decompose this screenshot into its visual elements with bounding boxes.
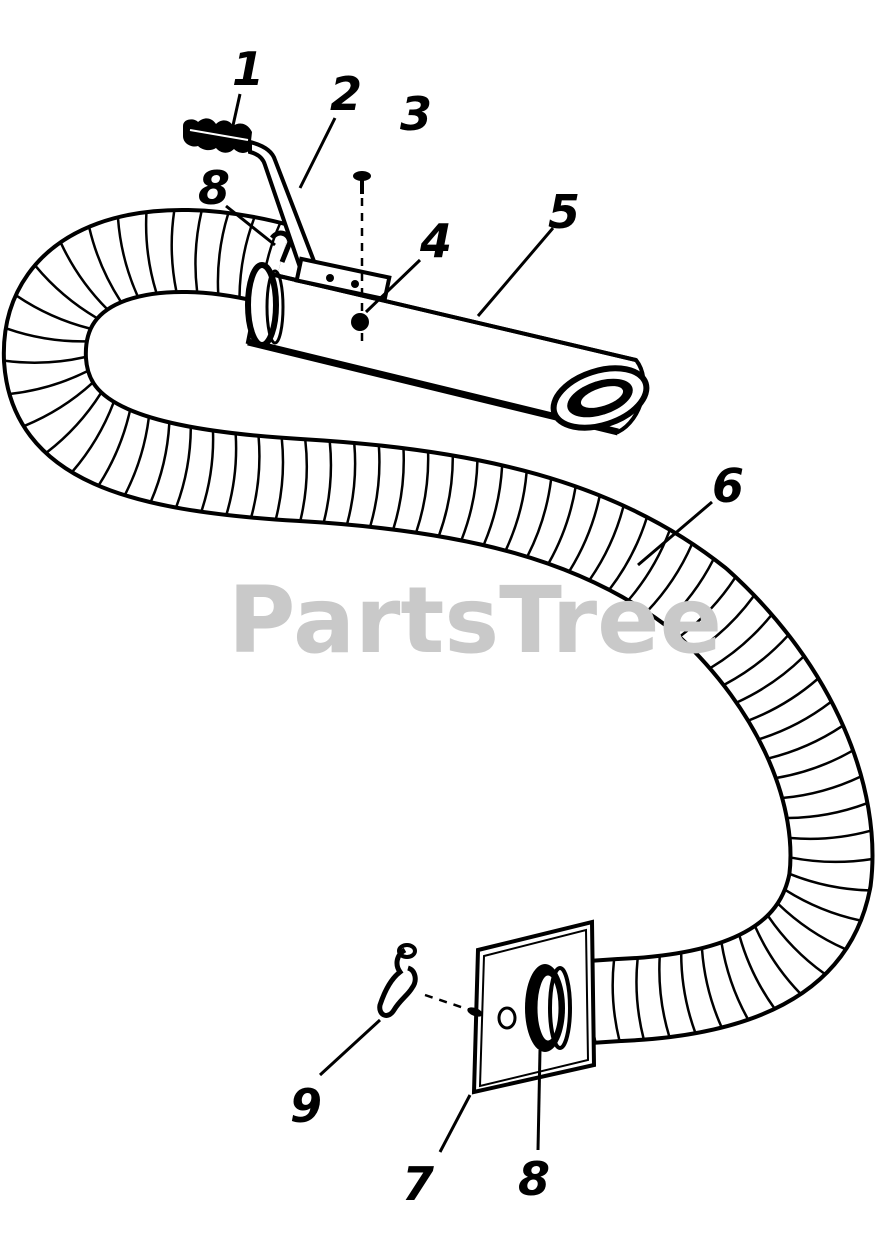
hose-rib: [526, 479, 553, 557]
hose-rib: [628, 530, 671, 601]
hose-rib: [194, 211, 203, 292]
hose-rib: [24, 382, 94, 427]
leader-lines: [225, 93, 713, 1153]
hose-rib: [460, 460, 479, 540]
hose-rib: [71, 402, 115, 473]
hose-rib: [322, 441, 333, 523]
flexible-hose: [1, 207, 875, 1048]
callout-2: 2: [330, 67, 362, 121]
hose-rib: [679, 577, 737, 638]
hose-rib: [608, 517, 648, 590]
hose-rib: [777, 903, 846, 950]
hose-rib: [216, 213, 230, 294]
hose-rib: [345, 443, 357, 524]
hose-rib: [97, 410, 132, 486]
hose-rib: [736, 656, 805, 704]
hose-rib: [790, 829, 871, 841]
hose-rib: [6, 327, 86, 343]
hose-rib: [175, 427, 193, 508]
hose-rib: [116, 218, 139, 297]
handle-assembly: [183, 118, 392, 302]
hose-rib: [299, 440, 309, 521]
hose-rib: [274, 438, 285, 519]
callout-8-top: 8: [198, 161, 230, 215]
hose-rib: [46, 392, 102, 454]
hose-rib: [700, 949, 723, 1028]
hose-rib: [723, 634, 789, 686]
hose-rib: [547, 487, 577, 564]
callout-5: 5: [548, 185, 580, 239]
hose-rib: [748, 678, 819, 722]
hose-rib: [369, 446, 381, 527]
hose-rib: [225, 434, 238, 515]
callout-1: 1: [232, 42, 264, 96]
hose-rib: [144, 213, 158, 293]
callout-9: 9: [290, 1079, 322, 1133]
hose-rib: [588, 506, 625, 581]
hose-rib: [392, 449, 406, 529]
hose-rib: [635, 958, 645, 1040]
hose-rib: [568, 496, 601, 572]
hose-rib: [646, 543, 693, 612]
hose-rib: [504, 472, 528, 551]
hose-rib: [720, 943, 749, 1020]
hose-rib: [10, 370, 88, 396]
hose-rib: [415, 452, 430, 532]
hose-rib: [695, 595, 755, 653]
hose-rib: [785, 889, 860, 922]
hose-rib: [664, 559, 715, 625]
hand-tube: [245, 262, 650, 436]
pin-and-cotter: [377, 943, 483, 1018]
mounting-plate: [471, 919, 597, 1095]
hose-rib: [59, 242, 108, 310]
nut: [351, 313, 369, 331]
hose-rib: [783, 775, 861, 800]
hose-rib: [16, 294, 91, 330]
hose-rib: [776, 749, 853, 780]
hose-rib: [482, 466, 504, 545]
hose-rib: [658, 956, 671, 1037]
hose-rib: [768, 725, 843, 760]
callout-4: 4: [419, 214, 452, 268]
hose-rib: [767, 915, 825, 975]
hose-rib: [34, 265, 98, 319]
hose-clamp-top: [270, 230, 293, 263]
hose-rib: [124, 417, 151, 495]
hose-rib: [738, 935, 776, 1009]
hose-rib: [149, 423, 171, 502]
hose-rib: [250, 436, 261, 517]
callout-7: 7: [402, 1157, 434, 1211]
hose-rib: [787, 802, 867, 820]
hose-rib: [88, 227, 122, 303]
callout-8-bottom: 8: [518, 1152, 550, 1206]
hose-rib: [759, 701, 832, 741]
hose-rib: [679, 953, 697, 1033]
callout-labels: 1 2 3 4 5 6 7 8 8 9: [198, 42, 744, 1211]
hose-rib: [611, 960, 621, 1041]
hose-corrugations: [4, 210, 872, 1044]
callout-6: 6: [712, 459, 744, 513]
watermark-text: PartsTree: [228, 567, 722, 674]
hose-rib: [754, 926, 801, 995]
hose-rib: [437, 456, 455, 536]
callout-3: 3: [400, 87, 432, 141]
hose-rib: [200, 431, 215, 512]
hose-rib: [789, 873, 869, 892]
hose-rib: [4, 355, 86, 364]
hose-rib: [170, 210, 178, 292]
hose-rib: [791, 856, 872, 864]
hose-rib: [710, 614, 773, 669]
